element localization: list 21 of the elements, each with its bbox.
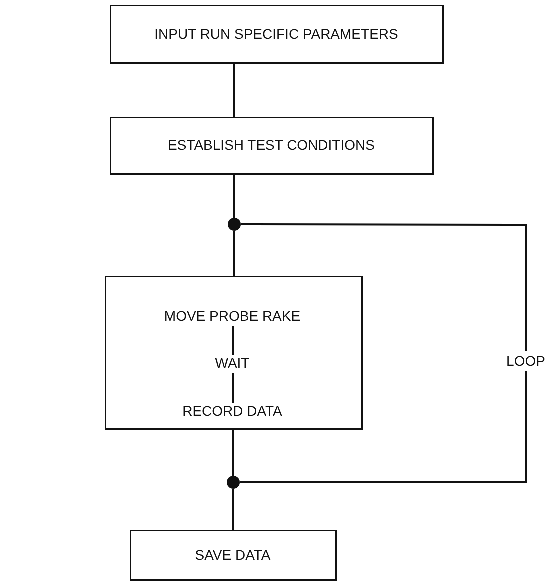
connector-line [240,224,527,484]
edge-label: LOOP [506,351,546,371]
connector-line [232,326,234,355]
connector-line [232,373,234,403]
connector-line [233,64,235,117]
junction-dot [228,218,241,231]
process-box [105,276,363,430]
step-text: RECORD DATA [182,403,282,420]
connector-line [232,489,234,530]
step-text: WAIT [215,355,250,372]
connector-line [232,430,234,476]
process-box [130,530,337,581]
connector-line [233,231,236,276]
box-label: INPUT RUN SPECIFIC PARAMETERS [154,26,398,42]
process-box [110,117,434,175]
junction-dot [227,476,240,489]
process-box [110,5,444,64]
box-label: ESTABLISH TEST CONDITIONS [168,137,375,154]
box-label: SAVE DATA [195,546,271,564]
step-text: MOVE PROBE RAKE [164,308,301,325]
connector-line [233,174,236,218]
